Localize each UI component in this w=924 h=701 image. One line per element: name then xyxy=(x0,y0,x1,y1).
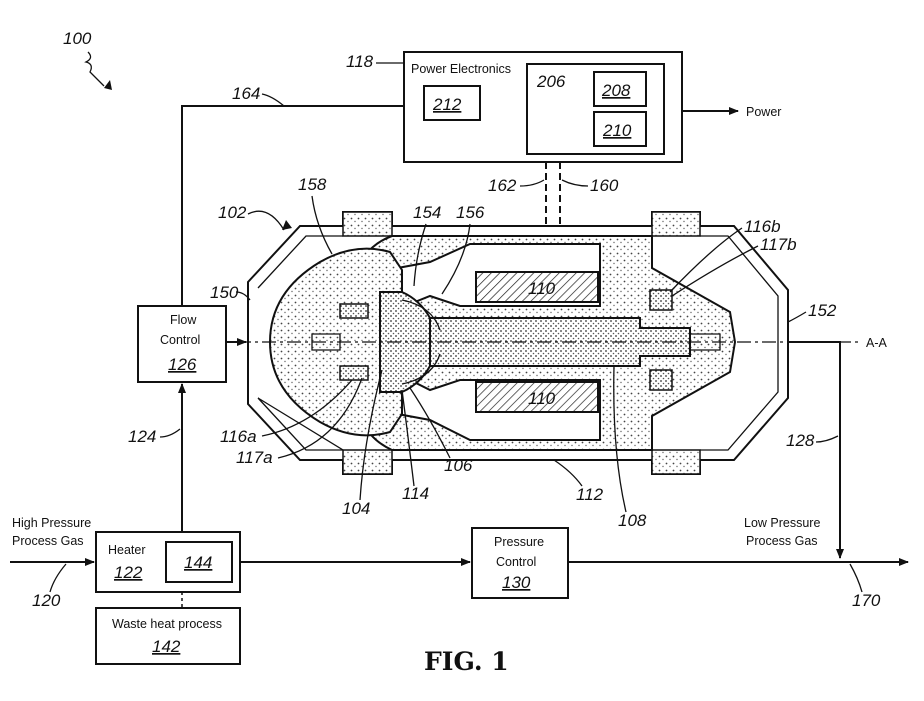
ref-164-leader xyxy=(262,94,284,106)
ref-170-leader xyxy=(850,564,862,592)
ref-124: 124 xyxy=(128,427,156,446)
ref-162: 162 xyxy=(488,176,517,195)
flange-bottom-left xyxy=(343,450,392,474)
ref-112-leader xyxy=(554,460,582,486)
ref-117a: 117a xyxy=(236,448,273,467)
waste-heat-label: Waste heat process xyxy=(112,617,222,631)
ref-162-leader xyxy=(520,180,544,186)
ref-102-arrowhead xyxy=(282,220,292,230)
axis-label: A-A xyxy=(866,336,888,350)
ref-114: 114 xyxy=(402,484,429,503)
figure-title: FIG. 1 xyxy=(424,647,509,676)
ref-102: 102 xyxy=(218,203,247,222)
ref-106: 106 xyxy=(444,456,473,475)
ref-128-leader xyxy=(816,436,838,442)
ref-120: 120 xyxy=(32,591,61,610)
ref-104: 104 xyxy=(342,499,370,518)
high-pressure-label-1: High Pressure xyxy=(12,516,91,530)
ref-156: 156 xyxy=(456,203,485,222)
ref-150: 150 xyxy=(210,283,239,302)
ref-160-leader xyxy=(562,180,588,186)
heater-label: Heater xyxy=(108,543,146,557)
low-pressure-label-2: Process Gas xyxy=(746,534,818,548)
flow-control-line1: Flow xyxy=(170,313,197,327)
ref-100: 100 xyxy=(63,29,92,48)
ref-102-leader xyxy=(248,211,284,230)
ref-170: 170 xyxy=(852,591,881,610)
ref-208: 208 xyxy=(601,81,631,100)
ref-108: 108 xyxy=(618,511,647,530)
pressure-control-line2: Control xyxy=(496,555,536,569)
power-electronics-label: Power Electronics xyxy=(411,62,511,76)
bearing-116a-top xyxy=(340,304,368,318)
ref-154: 154 xyxy=(413,203,441,222)
bearing-116b-top xyxy=(650,290,672,310)
ref-212: 212 xyxy=(432,95,462,114)
ref-116a: 116a xyxy=(220,427,257,446)
ref-156-leader xyxy=(442,224,470,294)
flow-control-line2: Control xyxy=(160,333,200,347)
ref-118: 118 xyxy=(346,52,374,71)
ref-144: 144 xyxy=(184,553,212,572)
ref-128: 128 xyxy=(786,431,815,450)
flange-top-right xyxy=(652,212,700,236)
ref-152-leader xyxy=(788,312,806,322)
bearing-116a-bottom xyxy=(340,366,368,380)
ref-100-arrowhead xyxy=(104,80,112,90)
ref-122: 122 xyxy=(114,563,143,582)
ref-100-leader xyxy=(86,52,104,86)
ref-110-bottom: 110 xyxy=(528,389,556,408)
ref-117b: 117b xyxy=(760,235,797,254)
ref-110-top: 110 xyxy=(528,279,556,298)
ref-152: 152 xyxy=(808,301,837,320)
ref-120-leader xyxy=(50,564,66,592)
ref-130: 130 xyxy=(502,573,531,592)
flange-top-left xyxy=(343,212,392,236)
ref-116b: 116b xyxy=(744,217,781,236)
ref-142: 142 xyxy=(152,637,181,656)
ref-206: 206 xyxy=(536,72,566,91)
bearing-116b-bottom xyxy=(650,370,672,390)
ref-124-leader xyxy=(160,429,180,437)
pressure-control-line1: Pressure xyxy=(494,535,544,549)
ref-158: 158 xyxy=(298,175,327,194)
power-output-label: Power xyxy=(746,105,781,119)
ref-112: 112 xyxy=(576,485,604,504)
flange-bottom-right xyxy=(652,450,700,474)
ref-160: 160 xyxy=(590,176,619,195)
low-pressure-label-1: Low Pressure xyxy=(744,516,820,530)
high-pressure-label-2: Process Gas xyxy=(12,534,84,548)
ref-164: 164 xyxy=(232,84,260,103)
ref-126: 126 xyxy=(168,355,197,374)
ref-210: 210 xyxy=(602,121,632,140)
